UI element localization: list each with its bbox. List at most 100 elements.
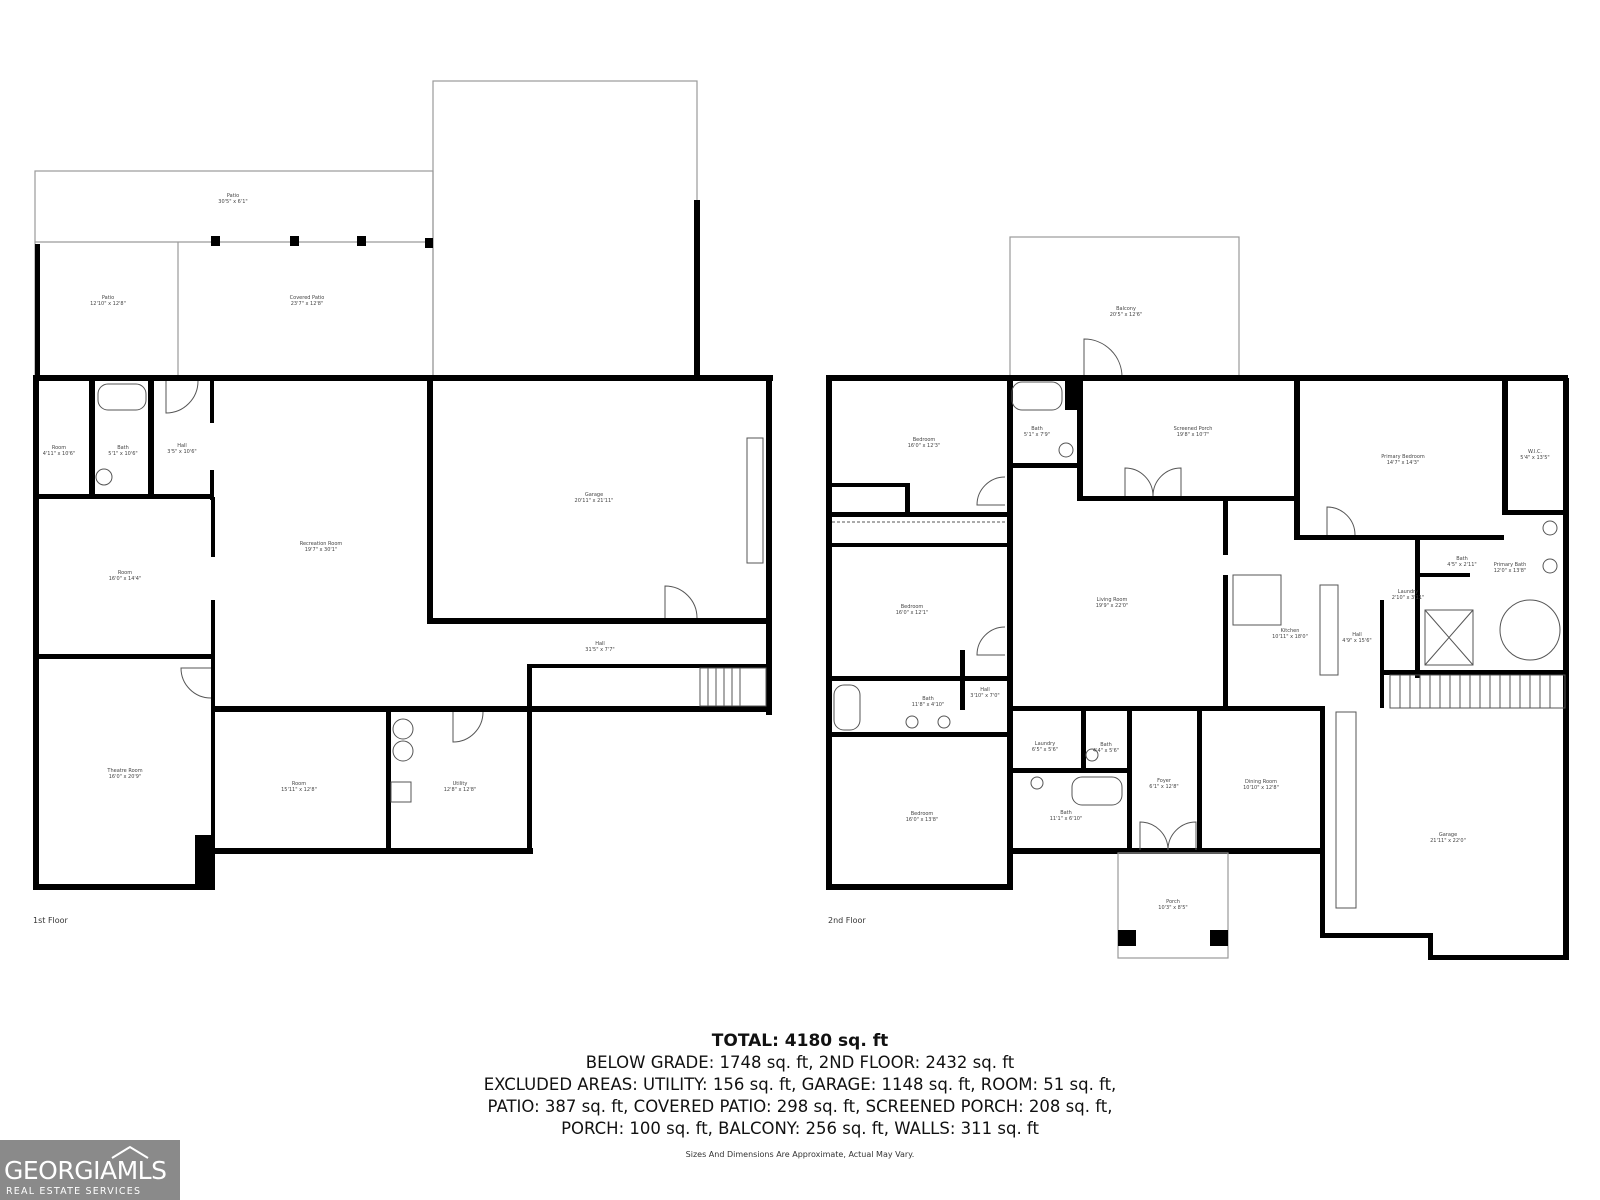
sink-icon	[1085, 748, 1099, 762]
door	[1326, 506, 1356, 536]
sink-icon	[1030, 776, 1044, 790]
door	[1083, 338, 1123, 378]
post	[357, 236, 366, 246]
area-line: BELOW GRADE: 1748 sq. ft, 2ND FLOOR: 243…	[585, 1053, 1015, 1072]
room-dimensions: 19'9" x 22'0"	[1096, 603, 1129, 609]
room-dimensions: 16'0" x 12'3"	[908, 443, 941, 449]
room-dimensions: 12'10" x 12'8"	[90, 301, 126, 307]
room-name: Bedroom	[901, 604, 924, 610]
room-name: Balcony	[1116, 306, 1136, 312]
logo-name: GEORGIAMLS	[4, 1156, 167, 1185]
room-name: Bath	[117, 445, 129, 451]
sink-icon	[95, 468, 113, 486]
post	[425, 238, 433, 248]
room-name: Patio	[227, 193, 239, 199]
door	[976, 476, 1006, 506]
floor-label-1st: 1st Floor	[33, 916, 69, 925]
room-dimensions: 2'10" x 3'11"	[1392, 595, 1425, 601]
room-name: Laundry	[1035, 741, 1055, 747]
door	[976, 626, 1006, 656]
room-name: Kitchen	[1281, 628, 1300, 634]
room-dimensions: 10'11" x 18'0"	[1272, 634, 1308, 640]
logo-tagline: REAL ESTATE SERVICES	[6, 1186, 142, 1197]
room-dimensions: 12'0" x 13'8"	[1494, 568, 1527, 574]
room-dimensions: 16'0" x 20'9"	[109, 774, 142, 780]
tub-icon	[1499, 599, 1561, 661]
area-summary: TOTAL: 4180 sq. ft BELOW GRADE: 1748 sq.…	[0, 1030, 1600, 1159]
double-door	[1139, 821, 1197, 851]
door	[180, 667, 212, 699]
garage-shelf	[746, 437, 764, 564]
room-dimensions: 21'11" x 22'0"	[1430, 838, 1466, 844]
room-name: Bath	[1060, 810, 1072, 816]
room-name: Living Room	[1097, 597, 1128, 603]
room-dimensions: 11'1" x 6'10"	[1050, 816, 1083, 822]
kitchen-counter	[1232, 574, 1282, 626]
room-name: Bath	[1100, 742, 1112, 748]
first-floor-plan	[33, 80, 773, 890]
water-heater-icon	[392, 740, 414, 762]
room-dimensions: 20'11" x 21'11"	[575, 498, 614, 504]
post	[211, 236, 220, 246]
room-name: Covered Patio	[290, 295, 325, 301]
room-dimensions: 19'7" x 30'1"	[305, 547, 338, 553]
stairs	[699, 667, 767, 707]
room-name: Bedroom	[913, 437, 936, 443]
total-area: TOTAL: 4180 sq. ft	[711, 1031, 889, 1051]
room-name: Primary Bath	[1494, 562, 1527, 568]
disclaimer: Sizes And Dimensions Are Approximate, Ac…	[685, 1150, 915, 1159]
room-dimensions: 4'4" x 5'6"	[1093, 748, 1119, 754]
room-dimensions: 6'1" x 12'8"	[1149, 784, 1178, 790]
room-dimensions: 3'10" x 7'0"	[970, 693, 999, 699]
door	[664, 585, 698, 619]
room-name: Hall	[177, 443, 187, 449]
room-dimensions: 20'5" x 12'6"	[1110, 312, 1143, 318]
second-floor-plan	[826, 236, 1569, 960]
area-line: PORCH: 100 sq. ft, BALCONY: 256 sq. ft, …	[561, 1119, 1039, 1138]
room-name: Recreation Room	[300, 541, 343, 547]
room-dimensions: 4'9" x 15'6"	[1342, 638, 1371, 644]
room-name: Theatre Room	[106, 768, 142, 774]
room-name: Screened Porch	[1174, 426, 1213, 432]
room-dimensions: 5'1" x 7'9"	[1024, 432, 1050, 438]
room-dimensions: 10'10" x 12'8"	[1243, 785, 1279, 791]
room-name: Garage	[585, 492, 603, 498]
room-name: Laundry	[1398, 589, 1418, 595]
room-name: W.I.C.	[1528, 449, 1543, 455]
room-dimensions: 16'0" x 14'4"	[109, 576, 142, 582]
upper-deck-outline	[432, 80, 698, 379]
stairs	[1389, 674, 1566, 709]
room-name: Bath	[922, 696, 934, 702]
garage-shelf	[1335, 711, 1357, 909]
room-name: Bath	[1031, 426, 1043, 432]
bathtub-icon	[1011, 381, 1063, 411]
room-dimensions: 4'5" x 2'11"	[1447, 562, 1476, 568]
room-dimensions: 5'4" x 13'5"	[1520, 455, 1549, 461]
room-name: Foyer	[1157, 778, 1172, 784]
room-name: Room	[292, 781, 306, 787]
room-dimensions: 16'0" x 12'1"	[896, 610, 929, 616]
room-name: Bath	[1456, 556, 1468, 562]
room-dimensions: 5'1" x 10'6"	[108, 451, 137, 457]
sink-icon	[1058, 442, 1074, 458]
room-name: Hall	[595, 641, 605, 647]
post	[290, 236, 299, 246]
room-dimensions: 11'8" x 4'10"	[912, 702, 945, 708]
room-dimensions: 4'11" x 10'6"	[43, 451, 76, 457]
room-dimensions: 16'0" x 13'8"	[906, 817, 939, 823]
roof-icon	[111, 1145, 149, 1159]
bathtub-icon	[97, 383, 147, 411]
post	[1210, 930, 1228, 946]
room-dimensions: 23'7" x 12'8"	[291, 301, 324, 307]
room-dimensions: 31'5" x 7'7"	[585, 647, 614, 653]
georgiamls-logo: GEORGIAMLS REAL ESTATE SERVICES	[0, 1140, 180, 1200]
room-dimensions: 30'5" x 6'1"	[218, 199, 247, 205]
room-dimensions: 19'8" x 10'7"	[1177, 432, 1210, 438]
double-door	[1124, 467, 1182, 497]
room-name: Hall	[1352, 632, 1362, 638]
bathtub-icon	[1071, 776, 1123, 806]
sink-icon	[1542, 558, 1558, 574]
bathtub-icon	[833, 684, 861, 731]
sink-icon	[1542, 520, 1558, 536]
